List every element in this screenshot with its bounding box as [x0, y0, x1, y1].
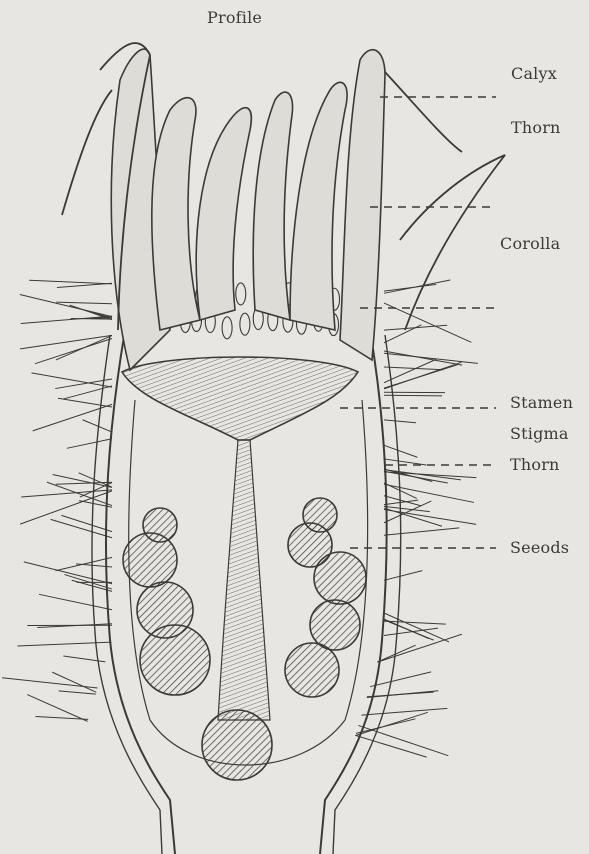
thorn-spine	[384, 628, 438, 635]
label-thorn-top: Thorn	[511, 118, 561, 137]
thorn-spine	[384, 420, 416, 423]
thorn-spine	[361, 708, 447, 715]
thorn-spine	[17, 642, 111, 646]
thorn-spine	[384, 613, 449, 642]
thorn-spine	[384, 472, 476, 478]
thorn-spine	[39, 594, 112, 609]
style-column	[218, 440, 270, 720]
corolla-petals	[111, 49, 385, 370]
stamen-anther	[236, 283, 246, 305]
seed	[140, 625, 210, 695]
thorn-spine	[63, 656, 105, 662]
thorn-spine	[71, 319, 112, 320]
thorn-spine	[29, 280, 112, 284]
thorn-spine	[24, 562, 112, 584]
seed	[202, 710, 272, 780]
seed	[123, 533, 177, 587]
thorn-spine	[61, 515, 112, 531]
thorn-spine	[355, 735, 426, 757]
label-thorn-mid: Thorn	[510, 455, 560, 474]
label-corolla: Corolla	[500, 234, 560, 253]
thorn-spine	[384, 280, 450, 293]
thorn-spine	[355, 712, 427, 735]
thorn-spine	[377, 645, 415, 662]
thorn-spine	[384, 571, 422, 581]
thorn-spine	[21, 316, 112, 323]
thorn-spine	[367, 691, 439, 698]
seed	[314, 552, 366, 604]
thorn-spine	[384, 351, 462, 365]
thorn-spine	[55, 557, 112, 570]
thorn-spine	[384, 501, 431, 523]
stamen-anther	[240, 313, 250, 335]
diagram-title: Profile	[207, 8, 262, 27]
label-seeds: Seeods	[510, 538, 569, 557]
thorn-spine	[58, 398, 112, 407]
thorn-spine	[370, 672, 431, 687]
thorn-spine	[67, 439, 112, 449]
stamen-anther	[222, 317, 232, 339]
thorn-spine	[83, 420, 112, 432]
thorn-spine	[384, 459, 426, 465]
thorn-spine	[56, 302, 112, 304]
thorn-spine	[20, 295, 112, 317]
thorn-spine	[377, 634, 462, 662]
thorn-spine	[384, 362, 462, 389]
thorn-spine	[52, 672, 96, 692]
thorn-spine	[384, 528, 459, 535]
thorn-spine	[384, 359, 436, 382]
thorn-spine	[31, 373, 112, 387]
thorn-spine	[53, 475, 112, 488]
thorn-spine	[35, 339, 112, 364]
thorn-spine	[2, 678, 98, 688]
label-stigma: Stigma	[510, 424, 569, 443]
thorn-spine	[384, 445, 417, 457]
stigma-disc	[122, 357, 358, 440]
thorn-spine	[63, 386, 112, 399]
thorn-spine	[59, 691, 96, 694]
seed	[285, 643, 339, 697]
seed	[310, 600, 360, 650]
label-stamen: Stamen	[510, 393, 573, 412]
label-calyx: Calyx	[511, 64, 557, 83]
